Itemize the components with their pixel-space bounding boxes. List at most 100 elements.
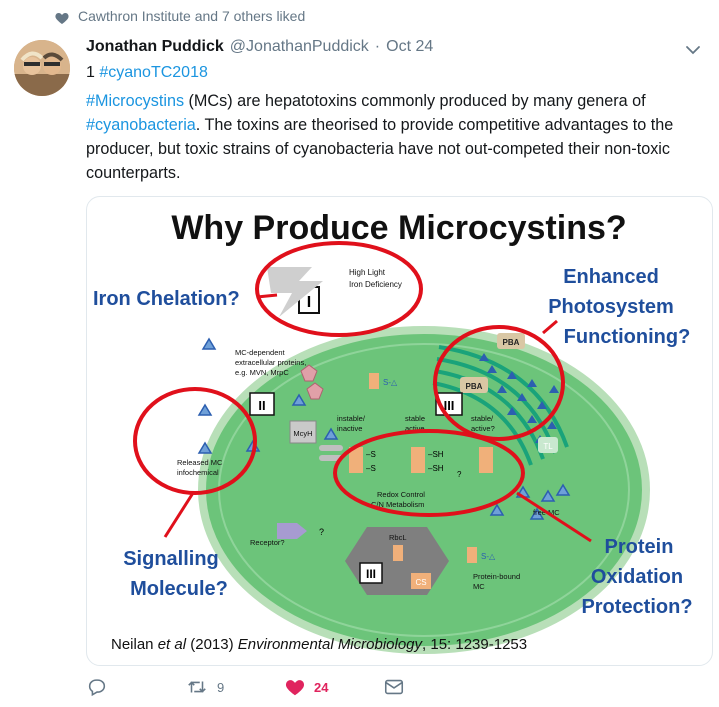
box-II (249, 392, 275, 416)
transporter-2 (319, 455, 343, 461)
social-context-text: Cawthron Institute and 7 others liked (78, 8, 306, 24)
citation-et-al: et al (158, 636, 187, 653)
sa-label-2: S-△ (481, 552, 496, 561)
social-context[interactable]: Cawthron Institute and 7 others liked (55, 8, 306, 24)
sa-box-2 (467, 547, 477, 563)
instable-text: instable/ (337, 414, 366, 423)
direct-message-button[interactable] (383, 676, 405, 698)
mc-triangles (197, 337, 571, 520)
like-button[interactable]: 24 (284, 676, 328, 698)
avatar[interactable] (14, 40, 70, 96)
receptor-text: Receptor? (250, 538, 285, 547)
tl-label: TL (543, 442, 553, 451)
pba-label-1: PBA (503, 338, 520, 347)
label-enhanced-2: Photosystem (548, 296, 674, 318)
protein-bound-text-2: MC (473, 582, 485, 591)
retweet-icon (188, 681, 206, 693)
box-III-bottom-label: III (366, 567, 376, 581)
phycobilisome-triangles (479, 353, 559, 443)
tweet-actions: 9 24 (86, 676, 606, 702)
redox-sh-1: –SH (428, 450, 444, 459)
slide-image: Why Produce Microcystins? PBA PBA TL I I… (93, 209, 693, 654)
author-name[interactable]: Jonathan Puddick (86, 38, 224, 55)
pba-box-2 (460, 377, 488, 393)
retweet-button[interactable]: 9 (185, 676, 224, 698)
tweet-date[interactable]: Oct 24 (386, 38, 434, 55)
envelope-icon (384, 679, 404, 695)
label-protein-1: Protein (605, 536, 674, 558)
hashtag-cyanobacteria[interactable]: #cyanobacteria (86, 116, 196, 134)
red-arrows (163, 293, 592, 543)
label-enhanced-1: Enhanced (563, 266, 659, 288)
mcyh-box (289, 420, 317, 444)
pba-label-2: PBA (466, 382, 483, 391)
label-protein-3: Protection? (581, 596, 692, 618)
redox-s-2: –S (366, 464, 376, 473)
mc-dependent-text-1: MC-dependent (235, 348, 286, 357)
redox-sh-2: –SH (428, 464, 444, 473)
thylakoid-arcs (432, 345, 569, 466)
cell-body (198, 326, 650, 654)
released-mc-text-2: infochemical (177, 468, 219, 477)
citation-authors: Neilan (111, 636, 158, 653)
box-III-top-label: III (444, 398, 455, 413)
author-handle[interactable]: @JonathanPuddick (229, 38, 369, 55)
redox-control-text: Redox Control (377, 490, 425, 499)
iron-deficiency-text: Iron Deficiency (349, 280, 402, 289)
heart-filled-icon (285, 680, 305, 696)
sa-label-1: S-△ (383, 378, 398, 387)
tweet-media[interactable]: Why Produce Microcystins? PBA PBA TL I I… (86, 196, 713, 666)
hashtag-microcystins[interactable]: #Microcystins (86, 92, 185, 110)
transporter-1 (319, 445, 343, 451)
pba-box-1 (497, 333, 525, 349)
mc-dependent-text-2: extracellular proteins, (235, 358, 306, 367)
label-protein-2: Oxidation (591, 566, 683, 588)
label-signalling-2: Molecule? (130, 578, 228, 600)
citation-journal: Environmental Microbiology (238, 636, 424, 653)
tl-box (538, 437, 558, 453)
inactive-text: inactive (337, 424, 362, 433)
mc-dependent-text-3: e.g. MVN, MrpC (235, 368, 289, 377)
like-count: 24 (314, 679, 329, 695)
tweet-line-1: 1 #cyanoTC2018 (86, 64, 208, 82)
redox-q: ? (457, 470, 462, 479)
stable-active-text-2: active? (471, 424, 495, 433)
citation: Neilan et al (2013) Environmental Microb… (111, 636, 527, 653)
avatar-image (14, 40, 70, 96)
high-light-text: High Light (349, 268, 386, 277)
redox-box-3 (479, 447, 493, 473)
redox-box-2 (411, 447, 425, 473)
membrane-protein-1 (300, 364, 318, 382)
membrane-protein-2 (306, 382, 324, 400)
retweet-count: 9 (217, 679, 225, 695)
redox-box-1 (349, 447, 363, 473)
box-I-label: I (307, 294, 311, 311)
label-signalling-1: Signalling (123, 548, 219, 570)
rbcl-text: RbcL (389, 533, 407, 542)
stable-active-text-1: stable/ (471, 414, 494, 423)
hashtag-cyanotc2018[interactable]: #cyanoTC2018 (99, 64, 208, 81)
rbcl-box (393, 545, 403, 561)
tweet-text-part-2: . The toxins are theorised to provide co… (86, 116, 674, 182)
sa-box-1 (369, 373, 379, 389)
mcyh-label: McyH (293, 429, 312, 438)
lightning-icon (267, 267, 323, 317)
heart-icon (55, 13, 69, 24)
slide-title: Why Produce Microcystins? (171, 209, 626, 247)
active-text: active (405, 424, 425, 433)
tweet-text: #Microcystins (MCs) are hepatotoxins com… (86, 89, 698, 185)
label-iron-chelation: Iron Chelation? (93, 288, 240, 310)
header-separator: · (374, 38, 381, 55)
reply-button[interactable] (86, 676, 116, 698)
cs-label: CS (415, 578, 426, 587)
tweet-text-part-1: (MCs) are hepatotoxins commonly produced… (184, 92, 646, 110)
tweet-number: 1 (86, 64, 100, 81)
released-mc-text-1: Released MC (177, 458, 223, 467)
receptor-question: ? (319, 527, 324, 537)
citation-volume: , 15: 1239-1253 (422, 636, 527, 653)
redox-s-1: –S (366, 450, 376, 459)
citation-year: (2013) (186, 636, 238, 653)
chevron-down-icon[interactable] (683, 40, 703, 60)
red-rings (133, 241, 565, 517)
label-enhanced-3: Functioning? (564, 326, 691, 348)
